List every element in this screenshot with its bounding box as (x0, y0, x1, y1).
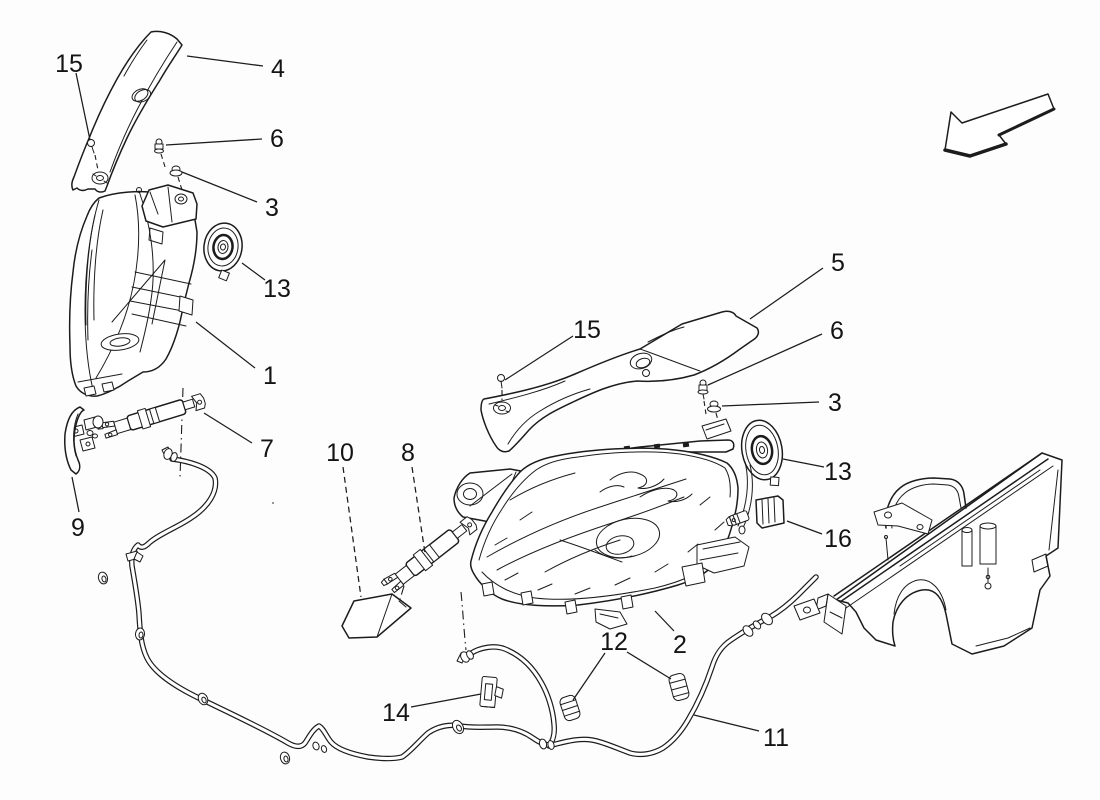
screw-6-left (154, 138, 167, 171)
callout-leader-16 (786, 520, 823, 535)
cap-part13-right (740, 419, 784, 487)
screw-15-right (497, 374, 505, 400)
callout-leader-14 (410, 693, 482, 708)
callout-leader-1 (195, 321, 256, 369)
callout-leader-15-left (75, 72, 91, 141)
cover-part9 (64, 406, 96, 475)
connector-part16 (725, 495, 785, 529)
callout-leader-3-right (721, 401, 820, 407)
callout-6-right: 6 (830, 317, 844, 345)
scan-speck (272, 502, 274, 504)
cap-part13-left (203, 222, 243, 282)
cover-part10 (341, 593, 412, 639)
callout-15-right: 15 (573, 316, 601, 344)
callout-layer: 15 4 6 3 13 1 7 9 10 8 5 15 6 3 13 16 2 12 14 11 (55, 50, 852, 752)
callout-leader-11 (693, 714, 760, 732)
guide-line-right (460, 591, 467, 651)
direction-arrow-icon (943, 93, 1056, 158)
callout-leader-6-right (707, 333, 823, 386)
headlight-bottom-tabs (481, 581, 634, 630)
clip-part12-left (559, 694, 581, 722)
callout-6-left: 6 (270, 125, 284, 153)
callout-leader-2 (654, 610, 675, 632)
callout-8: 8 (401, 439, 415, 467)
screw-6-right (697, 379, 709, 415)
washer-hose (97, 446, 819, 765)
hose-clips (97, 571, 465, 765)
washer-jet-part8 (380, 516, 478, 594)
clip-part14 (479, 676, 504, 709)
mount-pedestal-right (701, 418, 732, 440)
guide-line-jet8 (397, 585, 405, 607)
screw-15-left (87, 139, 99, 171)
callout-13-left: 13 (263, 275, 291, 303)
hose-elbow-fitting-right (456, 650, 474, 664)
hose-fitting-small (125, 550, 328, 753)
callout-3-left: 3 (265, 194, 279, 222)
headlight-right-part2 (453, 439, 753, 630)
pump-fittings-left (69, 415, 104, 439)
callout-leader-9 (71, 476, 80, 513)
callout-11: 11 (763, 724, 789, 752)
fender-body-panel (793, 452, 1063, 655)
callout-leader-10 (342, 466, 362, 598)
callout-leader-3-left (181, 171, 258, 203)
callout-leader-5 (749, 267, 824, 320)
callout-2: 2 (673, 631, 687, 659)
callout-12: 12 (600, 628, 628, 656)
cover-bumper-detail (629, 352, 653, 377)
callout-leader-15-right (504, 335, 574, 381)
callout-13-right: 13 (824, 458, 852, 486)
callout-10: 10 (326, 439, 354, 467)
callout-leader-12 (572, 652, 606, 701)
callout-9: 9 (71, 514, 85, 542)
cover-grommet-right (493, 401, 511, 415)
nut-3-right (707, 400, 721, 425)
hose-elbow-fitting-left (161, 446, 178, 462)
callout-leader-8 (411, 466, 426, 554)
callout-15-left: 15 (55, 50, 83, 78)
hose-union-bottom (538, 738, 555, 750)
callout-1: 1 (263, 362, 277, 390)
headlight-left-part1 (68, 184, 198, 397)
washer-jet-part7 (96, 393, 206, 439)
callout-leader-6-left (165, 138, 263, 146)
nut-3-left (169, 165, 183, 191)
hose-union-rise (742, 612, 773, 637)
cover-right-part5 (480, 310, 760, 453)
callout-3-right: 3 (828, 389, 842, 417)
callout-5: 5 (831, 249, 845, 277)
cover-grommet-left (91, 171, 109, 185)
callout-4: 4 (271, 55, 285, 83)
callout-leader-7 (203, 412, 253, 444)
clip-part12-right (668, 672, 690, 702)
callout-leader-4 (186, 55, 264, 67)
callout-14: 14 (382, 699, 410, 727)
callout-leader-12-1 (626, 651, 672, 680)
cover-left-part4 (71, 30, 183, 193)
callout-leader-13-left (241, 262, 266, 281)
callout-leader-13-right (782, 458, 825, 468)
callout-7: 7 (260, 435, 274, 463)
callout-16: 16 (824, 525, 852, 553)
